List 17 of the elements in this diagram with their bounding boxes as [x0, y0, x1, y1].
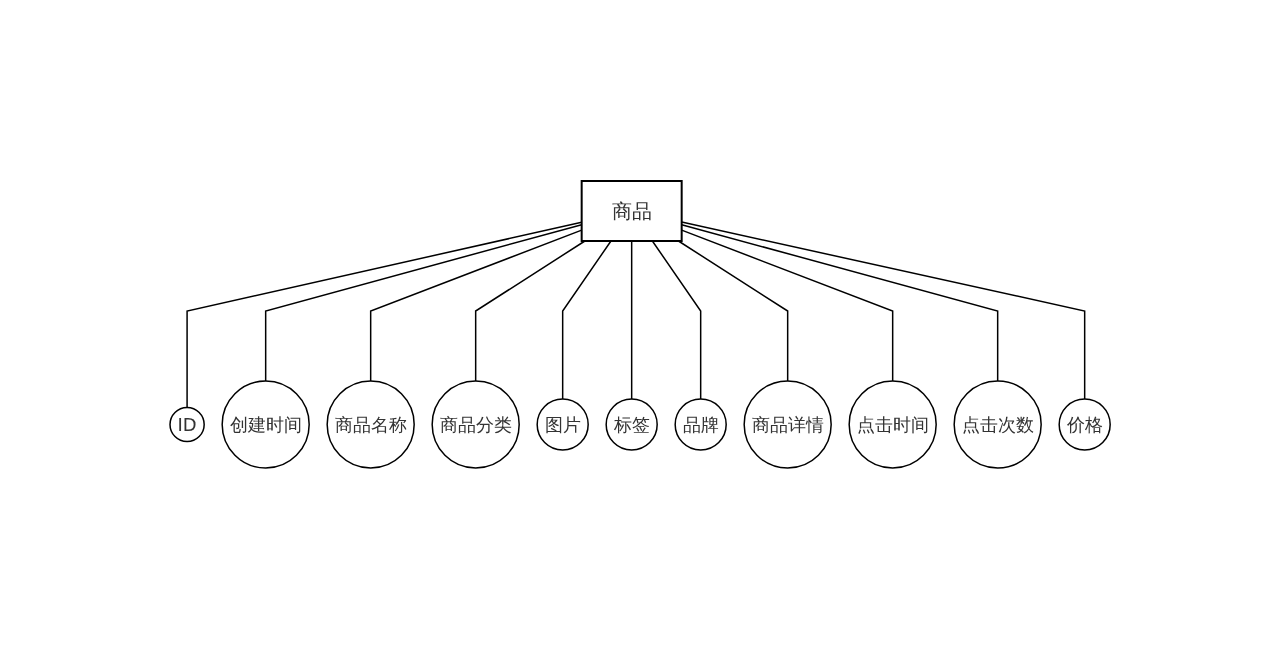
connector: [651, 240, 702, 400]
node-circle: 商品名称: [326, 380, 415, 469]
connector: [677, 240, 789, 382]
connector: [561, 240, 612, 400]
node-circle: 价格: [1058, 398, 1111, 451]
node-circle: 品牌: [674, 398, 727, 451]
node-circle: 点击时间: [848, 380, 937, 469]
node-circle: ID: [169, 406, 205, 443]
node-circle: 标签: [605, 398, 658, 451]
node-box: 商品: [580, 180, 683, 242]
node-circle: 创建时间: [221, 380, 310, 469]
node-circle: 商品分类: [431, 380, 520, 469]
node-circle: 商品详情: [743, 380, 832, 469]
node-circle: 点击次数: [953, 380, 1042, 469]
connector: [474, 240, 586, 382]
connector: [630, 240, 633, 400]
node-circle: 图片: [536, 398, 589, 451]
